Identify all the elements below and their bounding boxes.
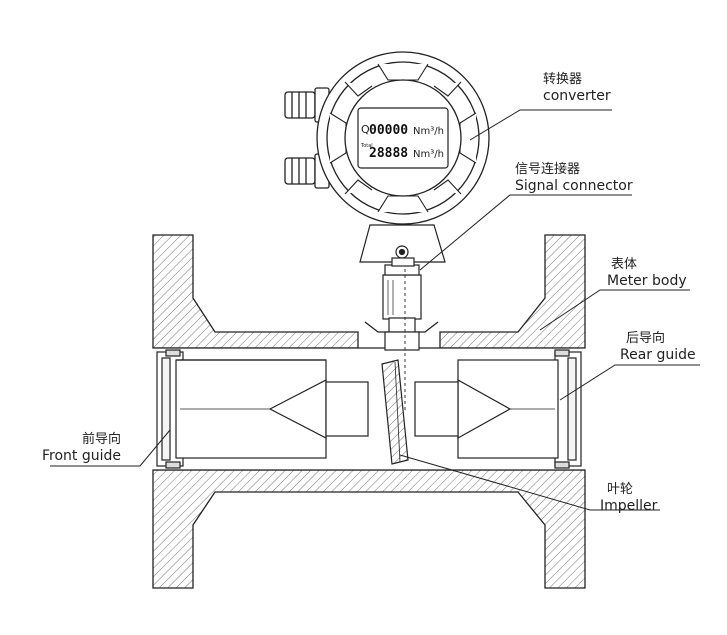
- meter-body-bottom-wall: [152, 469, 586, 589]
- label-rear-guide-zh: 后导向: [626, 330, 665, 346]
- lcd-screen: [357, 107, 449, 169]
- lcd-row1-unit: Nm³/h: [413, 126, 444, 137]
- front-guide: [156, 349, 369, 469]
- lcd-row1-value: 00000: [369, 123, 408, 138]
- converter: [284, 51, 490, 225]
- label-signal-connector-en: Signal connector: [515, 178, 633, 194]
- housing-ribs: [329, 63, 477, 213]
- leader-converter: [469, 109, 612, 141]
- label-front-guide-zh: 前导向: [82, 431, 121, 447]
- label-impeller-en: Impeller: [600, 498, 658, 514]
- label-impeller-zh: 叶轮: [607, 482, 633, 497]
- impeller: [381, 359, 409, 465]
- meter-body: [152, 234, 586, 589]
- meter-body-top-wall-right: [439, 234, 586, 349]
- label-converter-en: converter: [543, 88, 611, 104]
- label-rear-guide-en: Rear guide: [620, 347, 696, 363]
- label-meter-body-en: Meter body: [607, 273, 687, 289]
- lcd-display: Q 00000 Nm³/h Total 28888 Nm³/h: [360, 123, 444, 161]
- signal-connector: [359, 224, 446, 410]
- lcd-row2-unit: Nm³/h: [413, 149, 444, 160]
- meter-body-top-wall: [152, 234, 359, 349]
- label-converter-zh: 转换器: [543, 72, 582, 87]
- label-front-guide-en: Front guide: [42, 448, 121, 464]
- leader-meter-body: [539, 289, 690, 331]
- label-signal-connector-zh: 信号连接器: [515, 161, 580, 177]
- leader-front-guide: [50, 429, 171, 467]
- leader-lines: [50, 109, 700, 511]
- leader-signal-connector: [419, 194, 632, 271]
- callout-labels: 转换器 converter 信号连接器 Signal connector 表体 …: [42, 72, 696, 514]
- label-meter-body-zh: 表体: [611, 257, 637, 272]
- lcd-row1-prefix: Q: [361, 123, 370, 136]
- leader-impeller: [399, 454, 660, 511]
- rear-guide: [414, 349, 582, 469]
- leader-rear-guide: [559, 364, 700, 401]
- lcd-row2-prefix: Total: [360, 143, 373, 149]
- lcd-row2-value: 28888: [369, 146, 408, 161]
